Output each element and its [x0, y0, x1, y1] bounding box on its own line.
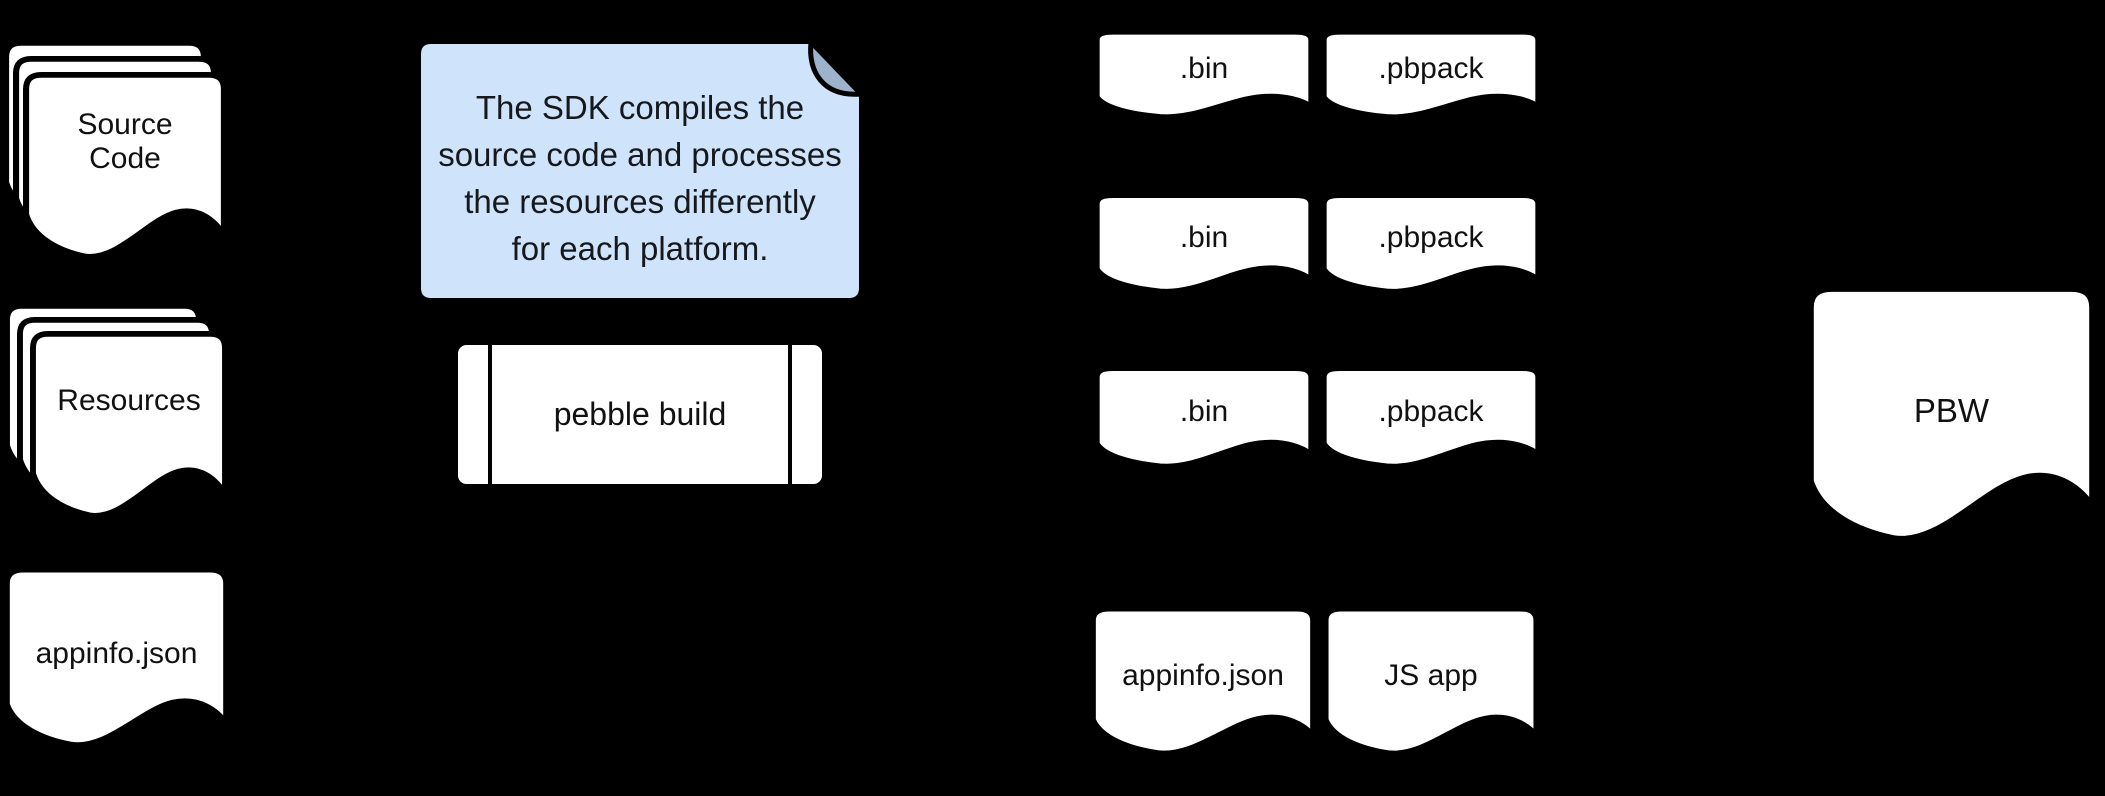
- process-right-bar: [788, 343, 792, 486]
- pbpack-doc-row3: .pbpack: [1320, 368, 1542, 468]
- bin-doc-row2: .bin: [1093, 195, 1315, 293]
- js-app-doc: JS app: [1322, 607, 1540, 757]
- document-shape: [1805, 284, 2098, 547]
- document-shape: [1322, 607, 1540, 757]
- document-shape: [1320, 368, 1542, 468]
- sdk-note-text: The SDK compiles the source code and pro…: [438, 89, 842, 267]
- document-shape-front: Source Code: [23, 72, 227, 262]
- process-shape: [455, 342, 825, 487]
- note-fold: [808, 39, 864, 97]
- sdk-note: The SDK compiles the source code and pro…: [417, 39, 864, 302]
- document-shape: [1093, 195, 1315, 293]
- process-left-bar: [488, 343, 492, 486]
- document-shape: [1093, 368, 1315, 468]
- note-body: [417, 40, 863, 302]
- appinfo-json-output-doc: appinfo.json: [1089, 607, 1317, 757]
- source-code-node: Source Code: [3, 40, 227, 262]
- document-shape: [1320, 32, 1542, 118]
- bin-doc-row1: .bin: [1093, 32, 1315, 118]
- document-shape-front: Resources: [30, 331, 228, 521]
- resources-node: Resources: [4, 303, 228, 523]
- document-shape: [1089, 607, 1317, 757]
- document-shape: [3, 567, 230, 750]
- pebble-build-label: pebble build: [553, 396, 727, 432]
- note-shape: [417, 39, 864, 302]
- pebble-build-process: pebble build: [455, 342, 825, 487]
- document-shape: [1093, 32, 1315, 118]
- bin-doc-row3: .bin: [1093, 368, 1315, 468]
- pbw-node: PBW: [1805, 284, 2098, 547]
- document-shape: [1320, 195, 1542, 293]
- pbpack-doc-row1: .pbpack: [1320, 32, 1542, 118]
- appinfo-json-input-node: appinfo.json: [3, 567, 230, 750]
- pbpack-doc-row2: .pbpack: [1320, 195, 1542, 293]
